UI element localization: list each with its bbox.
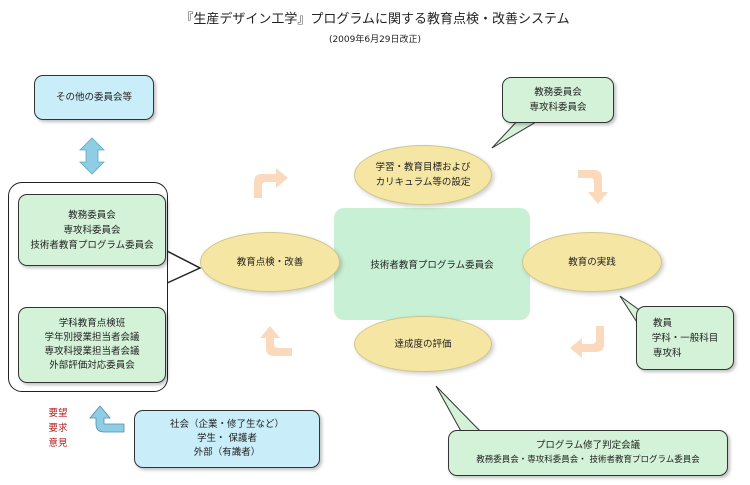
callout-bottom-line-2: 教務委員会・専攻科委員会・ 技術者教育プログラム委員会 [476,455,700,465]
curved-up-arrow-icon [89,405,125,433]
goals-line-1: 学習・教育目標および [375,162,471,173]
left-group-bottom-box: 学科教育点検班 学年別授業担当者会議 専攻科授業担当者会議 外部評価対応委員会 [18,307,166,383]
practice-label: 教育の実践 [568,256,616,268]
cycle-arrow-bottom-left-icon [260,326,292,356]
goals-ellipse: 学習・教育目標および カリキュラム等の設定 [354,145,492,205]
inspection-label: 教育点検・改善 [236,256,304,268]
callout-right-line-2: 学科・一般科目 [651,332,719,344]
callout-top-box: 教務委員会 専攻科委員会 [502,77,614,123]
society-line-1: 社会（企業・修了生など） [169,419,284,430]
demand-1: 要望 [48,408,68,419]
society-box: 社会（企業・修了生など） 学生・ 保護者 外部（有識者） [134,410,320,468]
callout-top-line-2: 専攻科委員会 [529,102,587,113]
callout-right-line-3: 専攻科 [653,347,682,359]
left-bottom-line-4: 外部評価対応委員会 [49,360,135,371]
evaluation-label: 達成度の評価 [394,338,452,350]
callout-bottom-box: プログラム修了判定会議 教務委員会・専攻科委員会・ 技術者教育プログラム委員会 [448,430,728,476]
callout-tail-bottom [435,385,483,434]
demand-3: 意見 [48,438,68,449]
cycle-arrow-top-right-icon [578,170,608,204]
inspection-ellipse: 教育点検・改善 [200,232,340,292]
center-committee: 技術者教育プログラム委員会 [334,208,530,320]
center-committee-label: 技術者教育プログラム委員会 [370,260,494,271]
evaluation-ellipse: 達成度の評価 [354,316,492,372]
callout-right-box: 教員 学科・一般科目 専攻科 [636,306,734,370]
other-committees-box: その他の委員会等 [34,75,154,120]
left-group-top-box: 教務委員会 専攻科委員会 技術者教育プログラム委員会 [18,194,166,266]
left-top-line-2: 専攻科委員会 [63,224,121,236]
callout-tail-left [164,249,202,285]
left-bottom-line-3: 専攻科授業担当者会議 [44,346,140,357]
page-title: 『生産デザイン工学』プログラムに関する教育点検・改善システム [180,12,570,27]
society-line-3: 外部（有識者） [193,447,261,458]
left-top-line-1: 教務委員会 [68,209,116,221]
callout-bottom-line-1: プログラム修了判定会議 [535,440,641,451]
double-arrow-icon [79,137,105,175]
page-subtitle: (2009年6月29日改正) [328,35,422,45]
cycle-arrow-top-left-icon [254,168,288,198]
goals-line-2: カリキュラム等の設定 [375,177,471,188]
practice-ellipse: 教育の実践 [522,232,662,292]
left-top-line-3: 技術者教育プログラム委員会 [30,239,154,251]
left-bottom-line-2: 学年別授業担当者会議 [44,332,140,343]
left-bottom-line-1: 学科教育点検班 [58,318,126,329]
society-line-2: 学生・ 保護者 [196,433,258,444]
demands-label: 要望 要求 意見 [40,406,76,451]
other-committees-label: その他の委員会等 [55,92,132,103]
callout-top-line-1: 教務委員会 [534,87,582,98]
callout-right-line-1: 教員 [653,317,673,329]
demand-2: 要求 [48,423,68,434]
callout-tail-top [491,117,537,149]
cycle-arrow-bottom-right-icon [570,326,604,358]
